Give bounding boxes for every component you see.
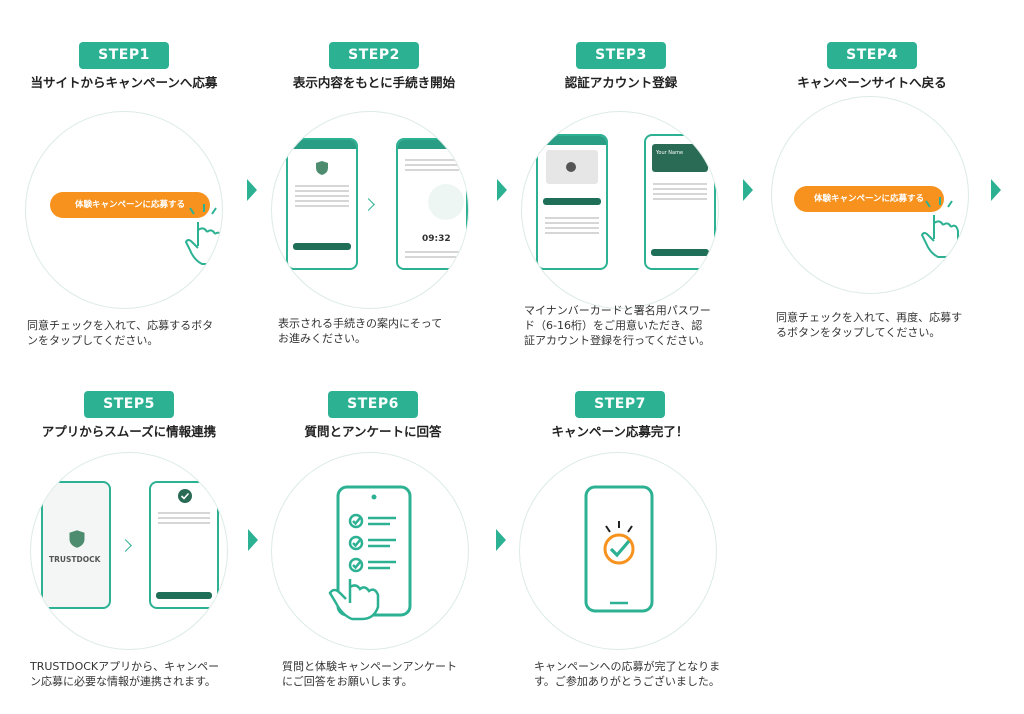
tap-hand-icon [920,197,959,258]
start-button[interactable] [293,243,351,250]
step-illustration: 09:32 [271,111,469,309]
tap-hand-icon [184,204,222,265]
apply-button[interactable]: 体験キャンペーンに応募する [50,192,210,218]
step-title: 当サイトからキャンペーンへ応募 [30,75,218,90]
chevron-right-icon [119,539,132,552]
check-circle-icon [178,489,192,503]
phone-screen: TRUSTDOCK [41,481,111,609]
step-description: TRUSTDOCKアプリから、キャンペー ン応募に必要な情報が連携されます。 [30,660,220,688]
step-badge: STEP3 [576,42,666,69]
step-illustration: 体験キャンペーンに応募する [771,96,969,294]
trustdock-logo-text: TRUSTDOCK [49,555,101,564]
step-badge: STEP2 [329,42,419,69]
phone-screen [286,138,358,270]
step-badge: STEP6 [328,391,418,418]
shield-icon [316,161,328,175]
step-illustration: 体験キャンペーンに応募する [25,111,223,309]
next-arrow-icon [743,179,753,201]
step-illustration: Your Name [521,111,719,309]
next-arrow-icon [248,529,258,551]
step-title: キャンペーンサイトへ戻る [797,75,947,90]
ok-button[interactable] [156,592,212,599]
step-description: 同意チェックを入れて、応募するボタ ンをタップしてください。 [27,319,214,347]
step-title: 表示内容をもとに手続き開始 [292,75,456,90]
phone-screen: 09:32 [396,138,468,270]
step-title: 質問とアンケートに回答 [304,424,442,439]
step-illustration: TRUSTDOCK [30,452,228,650]
complete-phone-icon [584,485,654,613]
time-display: 09:32 [422,234,451,244]
complete-button[interactable] [651,249,709,256]
apply-button[interactable]: 体験キャンペーンに応募する [794,186,944,212]
step-description: マイナンバーカードと署名用パスワー ド（6-16桁）をご用意いただき、認 証アカ… [524,304,711,347]
step-description: キャンペーンへの応募が完了となりま す。ご参加ありがとうございました。 [534,660,721,688]
phone-screen [536,134,608,270]
trustdock-logo-icon [69,530,85,548]
survey-phone-icon [328,485,412,621]
step-title: アプリからスムーズに情報連携 [41,424,217,439]
step-description: 質問と体験キャンペーンアンケート にご回答をお願いします。 [282,660,458,688]
step-description: 表示される手続きの案内にそって お進みください。 [278,317,443,345]
step-title: キャンペーン応募完了！ [551,424,689,439]
step-description: 同意チェックを入れて、再度、応募す るボタンをタップしてください。 [776,311,963,339]
step-illustration [271,452,469,650]
step-illustration [519,452,717,650]
phone-screen: Your Name [644,134,716,270]
step-badge: STEP4 [827,42,917,69]
step-badge: STEP1 [79,42,169,69]
step-badge: STEP5 [84,391,174,418]
step-badge: STEP7 [575,391,665,418]
next-arrow-icon [496,529,506,551]
next-arrow-icon [247,179,257,201]
step-title: 認証アカウント登録 [564,75,678,90]
next-arrow-icon [497,179,507,201]
next-arrow-icon [991,179,1001,201]
card-name: Your Name [656,150,684,156]
chevron-right-icon [362,198,375,211]
register-button[interactable] [543,198,601,205]
phone-screen [149,481,219,609]
